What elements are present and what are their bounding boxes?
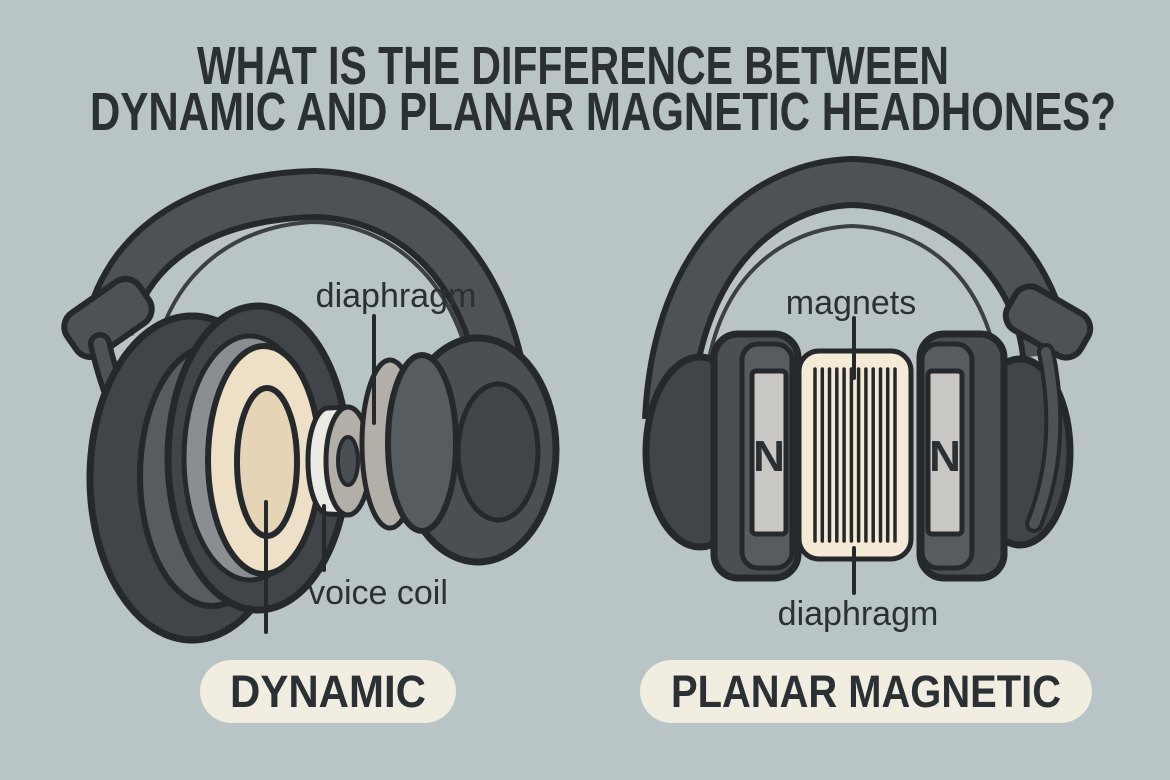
headband-seam: [148, 219, 478, 402]
magnet-pole-right-label: N: [929, 432, 961, 481]
planar-magnetic-badge: [640, 660, 1092, 723]
headband-yoke: [61, 275, 155, 361]
planar-magnetic-badge-label: PLANAR MAGNETIC: [671, 666, 1061, 717]
headband: [88, 173, 528, 432]
magnet-pole-left-label: N: [753, 432, 785, 481]
yoke-stem: [1029, 347, 1059, 529]
headband: [648, 161, 1066, 422]
dynamic-badge: [200, 660, 456, 723]
headband-seam: [702, 223, 1002, 402]
dynamic-badge-label: DYNAMIC: [230, 666, 426, 717]
diaphragm-label: diaphragm: [316, 277, 477, 315]
magnet-disc: [359, 352, 459, 534]
voice-coil: [305, 404, 373, 518]
voice-coil-hole: [336, 435, 360, 487]
diaphragm-label: diaphragm: [778, 595, 939, 633]
magnet-bar-right: [925, 368, 965, 537]
title-line-1: WHAT IS THE DIFFERENCE BETWEEN: [197, 36, 949, 96]
title-line-2: DYNAMIC AND PLANAR MAGNETIC HEADHONES?: [90, 82, 1116, 142]
magnets-label: magnets: [786, 284, 916, 322]
outer-cup-back-oval: [455, 381, 541, 523]
planar-headphone-illustration: N N magnets diaphragm: [640, 155, 1094, 723]
voice-coil-label: voice coil: [308, 574, 448, 612]
magnet-bar-left: [749, 368, 789, 537]
headband-yoke: [1002, 283, 1094, 361]
diaphragm-traces: [813, 367, 897, 543]
dynamic-headphone-illustration: diaphragm voice coil DYNAMIC: [61, 167, 560, 723]
